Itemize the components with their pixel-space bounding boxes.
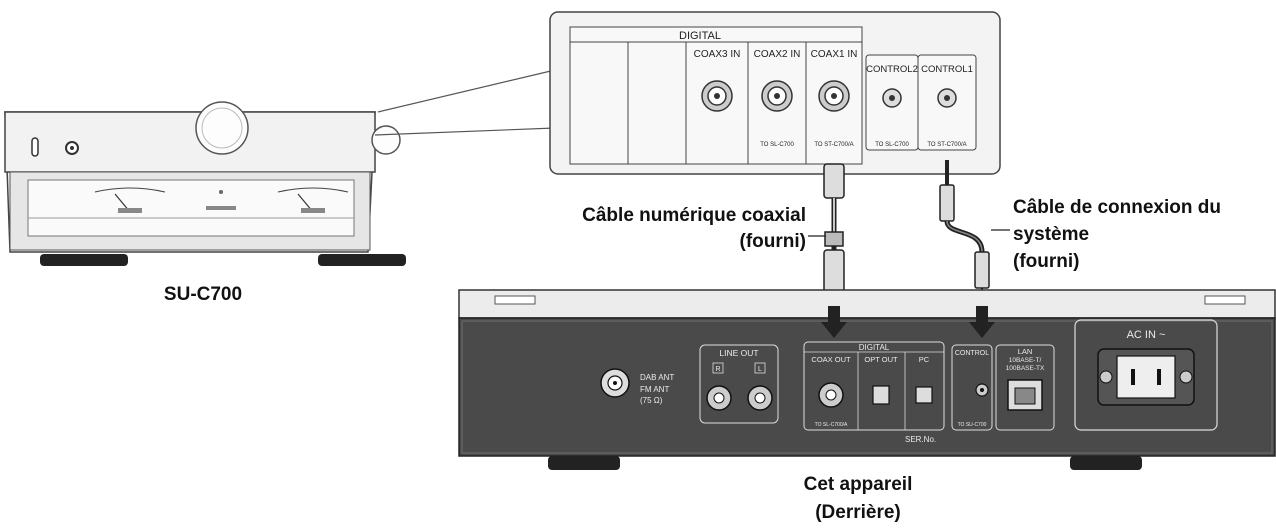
zoom-coax3-label: COAX3 IN — [694, 49, 741, 60]
pc-label: PC — [919, 355, 930, 364]
control1-jack-icon — [937, 88, 957, 108]
arrow-to-control-icon — [969, 306, 995, 338]
amplifier-su-c700: SU-C700 — [4, 101, 406, 305]
coax-cable-caption-2: (fourni) — [740, 231, 806, 252]
coax2-jack-icon — [761, 80, 793, 112]
selector-knob-icon — [371, 125, 401, 155]
opt-out-label: OPT OUT — [864, 355, 898, 364]
unit-caption-2: (Derrière) — [815, 502, 901, 523]
ac-in-label: AC IN ~ — [1127, 329, 1166, 341]
coaxial-cable — [823, 163, 845, 305]
zoom-coax2-sublabel: TO SL-C700 — [760, 142, 794, 148]
meter-left-icon — [94, 187, 166, 213]
line-out-l-label: L — [758, 366, 762, 373]
ser-no-label: SER.No. — [905, 435, 936, 444]
usb-b-port-icon — [915, 386, 933, 404]
rear-digital-label: DIGITAL — [859, 343, 890, 352]
zoom-digital-label: DIGITAL — [679, 30, 721, 42]
zoom-control1-sublabel: TO ST-C700/A — [927, 142, 966, 148]
zoom-coax1-sublabel: TO ST-C700/A — [814, 142, 853, 148]
coax3-jack-icon — [701, 80, 733, 112]
system-cable-caption-1: Câble de connexion du — [1013, 197, 1221, 218]
zoom-control1-label: CONTROL1 — [921, 64, 973, 75]
coax-cable-caption-1: Câble numérique coaxial — [582, 205, 806, 226]
meter-right-icon — [277, 187, 349, 213]
control-sublabel: TO SU-C700 — [958, 422, 987, 428]
control-jack-icon — [975, 383, 989, 397]
amp-foot-left — [40, 254, 128, 266]
lan-label-2: 10BASE-T/ — [1009, 357, 1042, 364]
line-out-l-jack-icon — [747, 385, 773, 411]
system-cable-caption-2: système — [1013, 224, 1089, 245]
dab-ant-label: DAB ANT — [640, 373, 674, 382]
optical-port-icon — [872, 385, 890, 405]
volume-knob-icon — [195, 101, 249, 155]
fm-ohm-label: (75 Ω) — [640, 396, 663, 405]
arrow-to-coax-out-icon — [821, 306, 847, 338]
antenna-jack-icon — [600, 368, 630, 398]
fm-ant-label: FM ANT — [640, 385, 669, 394]
amp-model-label: SU-C700 — [164, 284, 242, 305]
line-out-r-jack-icon — [706, 385, 732, 411]
zoom-coax2-label: COAX2 IN — [754, 49, 801, 60]
zoom-panel: DIGITAL COAX3 IN COAX2 IN COAX1 IN TO SL… — [549, 11, 1001, 175]
line-out-r-label: R — [715, 366, 720, 373]
lan-label-3: 100BASE-TX — [1006, 365, 1045, 372]
rear-unit: DAB ANT FM ANT (75 Ω) LINE OUT R L DIGIT… — [458, 289, 1276, 470]
coax-out-jack-icon — [818, 382, 844, 408]
ac-inlet-icon — [1097, 348, 1195, 406]
power-switch-icon — [31, 137, 39, 157]
unit-foot-right — [1070, 456, 1142, 470]
coax1-jack-icon — [818, 80, 850, 112]
unit-foot-left — [548, 456, 620, 470]
amp-foot-right — [318, 254, 406, 266]
coax-out-sublabel: TO SL-C700/A — [815, 422, 848, 428]
control2-jack-icon — [882, 88, 902, 108]
system-cable-caption-3: (fourni) — [1013, 251, 1079, 272]
system-cable — [939, 160, 990, 305]
zoom-control2-label: CONTROL2 — [866, 64, 918, 75]
lan-label-1: LAN — [1018, 347, 1033, 356]
coax-out-label: COAX OUT — [811, 355, 851, 364]
line-out-label: LINE OUT — [719, 348, 758, 358]
rear-control-label: CONTROL — [955, 350, 989, 357]
zoom-control2-sublabel: TO SL-C700 — [875, 142, 909, 148]
unit-caption-1: Cet appareil — [804, 474, 913, 495]
zoom-coax1-label: COAX1 IN — [811, 49, 858, 60]
